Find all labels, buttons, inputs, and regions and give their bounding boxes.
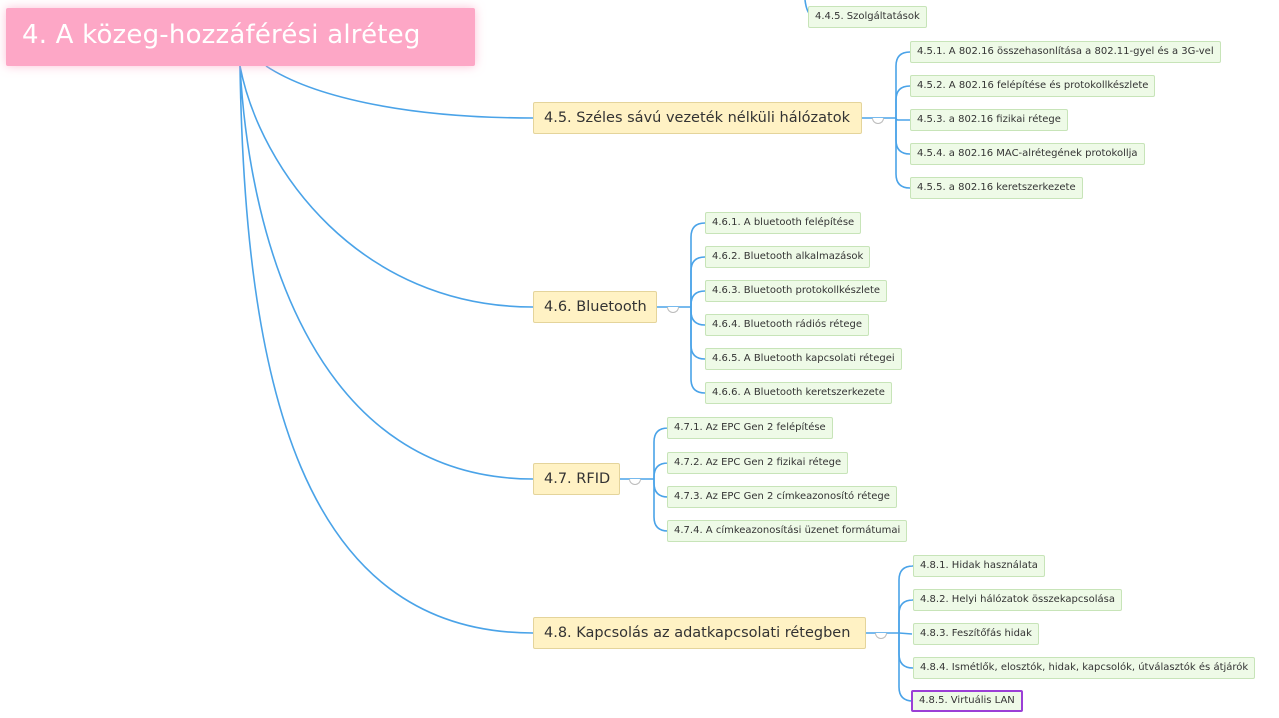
topic-4-6[interactable]: 4.6. Bluetooth [533, 291, 657, 323]
branch-4-5-3 [895, 117, 910, 121]
branch-4-7-4 [653, 479, 669, 532]
subtopic-4-8-2[interactable]: 4.8.2. Helyi hálózatok összekapcsolása [913, 589, 1122, 611]
subtopic-4-8-1[interactable]: 4.8.1. Hidak használata [913, 555, 1045, 577]
root-link-4-8 [239, 65, 534, 634]
root-topic[interactable]: 4. A közeg-hozzáférési alréteg [6, 8, 475, 66]
branch-4-7-1 [653, 427, 669, 479]
subtopic-4-5-3[interactable]: 4.5.3. a 802.16 fizikai rétege [910, 109, 1068, 131]
branch-4-7-3 [653, 479, 669, 498]
subtopic-4-7-1[interactable]: 4.7.1. Az EPC Gen 2 felépítése [667, 417, 833, 439]
partial-subtopic-4-4-5[interactable]: 4.4.5. Szolgáltatások [808, 6, 927, 28]
subtopic-4-5-5[interactable]: 4.5.5. a 802.16 keretszerkezete [910, 177, 1083, 199]
branch-4-6-1 [690, 222, 706, 307]
root-link-4-7 [239, 65, 534, 480]
topic-4-7[interactable]: 4.7. RFID [533, 463, 620, 495]
branch-4-5-5 [895, 118, 911, 189]
branch-4-6-5 [690, 307, 706, 360]
branch-4-6-6 [690, 307, 706, 394]
branch-4-8-2 [898, 599, 914, 633]
subtopic-4-5-1[interactable]: 4.5.1. A 802.16 összehasonlítása a 802.1… [910, 41, 1221, 63]
subtopic-4-6-5[interactable]: 4.6.5. A Bluetooth kapcsolati rétegei [705, 348, 902, 370]
topic-4-5[interactable]: 4.5. Széles sávú vezeték nélküli hálózat… [533, 102, 862, 134]
branch-4-6-3 [690, 290, 706, 307]
topic-4-8[interactable]: 4.8. Kapcsolás az adatkapcsolati rétegbe… [533, 617, 866, 649]
subtopic-4-6-4[interactable]: 4.6.4. Bluetooth rádiós rétege [705, 314, 870, 336]
branch-4-7-2 [653, 462, 669, 479]
subtopic-4-6-2[interactable]: 4.6.2. Bluetooth alkalmazások [705, 246, 871, 268]
root-link-4-6 [239, 65, 534, 308]
branch-4-5-4 [895, 118, 911, 155]
branch-4-5-2 [895, 85, 911, 118]
root-link-4-5 [265, 65, 534, 119]
subtopic-4-7-3[interactable]: 4.7.3. Az EPC Gen 2 címkeazonosító réteg… [667, 486, 897, 508]
branch-4-6-4 [690, 307, 706, 326]
subtopic-4-5-4[interactable]: 4.5.4. a 802.16 MAC-alrétegének protokol… [910, 143, 1145, 165]
subtopic-4-8-3[interactable]: 4.8.3. Feszítőfás hidak [913, 623, 1039, 645]
branch-4-8-4 [898, 633, 914, 669]
subtopic-4-8-4[interactable]: 4.8.4. Ismétlők, elosztók, hidak, kapcso… [913, 657, 1256, 679]
branch-4-6-2 [690, 256, 706, 307]
subtopic-4-6-1[interactable]: 4.6.1. A bluetooth felépítése [705, 212, 862, 234]
subtopic-4-6-6[interactable]: 4.6.6. A Bluetooth keretszerkezete [705, 382, 892, 404]
branch-4-8-1 [898, 565, 914, 633]
subtopic-4-5-2[interactable]: 4.5.2. A 802.16 felépítése és protokollk… [910, 75, 1156, 97]
branch-4-8-3 [898, 632, 913, 635]
branch-4-5-1 [895, 51, 911, 118]
subtopic-4-7-4[interactable]: 4.7.4. A címkeazonosítási üzenet formátu… [667, 520, 908, 542]
subtopic-4-6-3[interactable]: 4.6.3. Bluetooth protokollkészlete [705, 280, 888, 302]
subtopic-4-7-2[interactable]: 4.7.2. Az EPC Gen 2 fizikai rétege [667, 452, 849, 474]
subtopic-4-8-5-selected[interactable]: 4.8.5. Virtuális LAN [911, 690, 1023, 712]
